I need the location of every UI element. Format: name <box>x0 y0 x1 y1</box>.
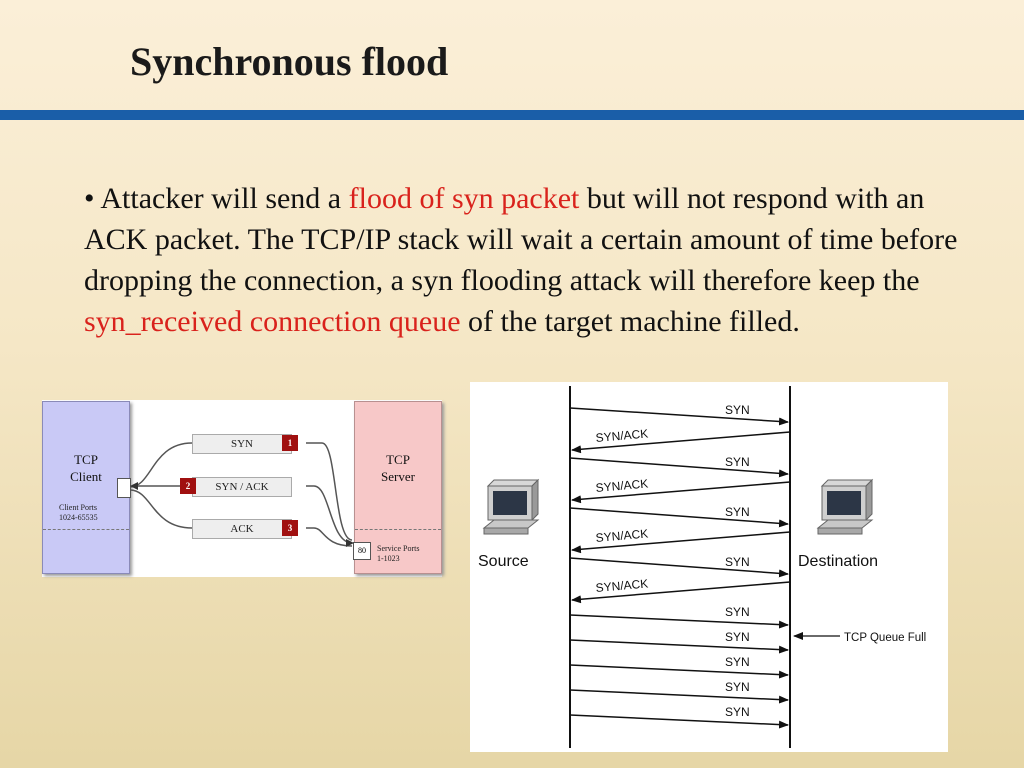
step-2-badge: 2 <box>180 478 196 494</box>
synack-label-4: SYN/ACK <box>595 576 649 595</box>
synack-arrow-3 <box>571 531 791 554</box>
highlight-flood-syn: flood of syn packet <box>348 182 580 215</box>
bullet-text-3: of the target machine filled. <box>460 305 800 338</box>
syn-label-1: SYN <box>725 403 750 417</box>
flood-syn-arrow-1 <box>569 614 789 629</box>
source-label: Source <box>478 553 529 570</box>
destination-label: Destination <box>798 553 878 570</box>
destination-computer-icon <box>816 478 874 535</box>
synack-label-1: SYN/ACK <box>595 426 649 445</box>
bullet-text: • Attacker will send a flood of syn pack… <box>84 178 984 342</box>
bullet-text-1: Attacker will send a <box>100 182 349 215</box>
syn-arrow-2 <box>569 457 789 478</box>
syn-label-4: SYN <box>725 555 750 569</box>
step-3-badge: 3 <box>282 520 298 536</box>
server-ports-range: 1-1023 <box>377 554 400 563</box>
tcp-server-box: TCP Server 80 Service Ports 1-1023 <box>353 401 442 574</box>
syn-flood-svg: Source Destination SYN SYN/ACK SYN SYN/A… <box>478 386 926 748</box>
server-ports-label: Service Ports <box>377 544 420 553</box>
synack-arrow-4 <box>571 581 791 604</box>
client-title-2: Client <box>70 469 102 484</box>
tcp-client-box: TCP Client Client Ports 1024-65535 <box>42 401 131 574</box>
msg-syn: SYN <box>192 434 292 454</box>
client-divider <box>43 529 129 530</box>
msg-ack: ACK <box>192 519 292 539</box>
syn-arrow-1 <box>569 407 789 426</box>
client-title-1: TCP <box>74 452 98 467</box>
client-ports-range: 1024-65535 <box>59 513 98 522</box>
synack-arrow-2 <box>571 481 791 504</box>
flood-syn-label-2: SYN <box>725 630 750 644</box>
server-title-2: Server <box>381 469 415 484</box>
highlight-syn-received: syn_received connection queue <box>84 305 461 338</box>
syn-flood-diagram: Source Destination SYN SYN/ACK SYN SYN/A… <box>470 382 948 752</box>
step-1-badge: 1 <box>282 435 298 451</box>
flood-syn-arrow-2 <box>569 639 789 654</box>
syn-label-2: SYN <box>725 455 750 469</box>
server-port-box: 80 <box>353 542 371 560</box>
msg-syn-ack: SYN / ACK <box>192 477 292 497</box>
flood-syn-label-1: SYN <box>725 605 750 619</box>
flood-syn-arrow-4 <box>569 689 789 704</box>
client-ports-label: Client Ports <box>59 503 98 512</box>
bullet-text-2: but will not respond with an ACK packet.… <box>84 182 958 297</box>
tcp-handshake-diagram: TCP Client Client Ports 1024-65535 TCP S… <box>42 400 442 577</box>
flood-syn-arrow-3 <box>569 664 789 679</box>
source-computer-icon <box>482 478 540 535</box>
syn-arrow-3 <box>569 507 789 528</box>
flood-syn-label-4: SYN <box>725 680 750 694</box>
slide-title: Synchronous flood <box>130 39 449 84</box>
synack-label-3: SYN/ACK <box>595 526 649 545</box>
server-divider <box>355 529 441 530</box>
syn-label-3: SYN <box>725 505 750 519</box>
queue-full-label: TCP Queue Full <box>844 632 926 644</box>
synack-arrow-1 <box>571 431 791 454</box>
synack-label-2: SYN/ACK <box>595 476 649 495</box>
client-port-socket <box>117 478 131 498</box>
title-divider <box>0 110 1024 120</box>
flood-syn-arrow-5 <box>569 714 789 729</box>
flood-syn-label-3: SYN <box>725 655 750 669</box>
bullet-marker: • <box>84 182 95 215</box>
flood-syn-label-5: SYN <box>725 705 750 719</box>
server-title-1: TCP <box>386 452 410 467</box>
syn-arrow-4 <box>569 557 789 578</box>
